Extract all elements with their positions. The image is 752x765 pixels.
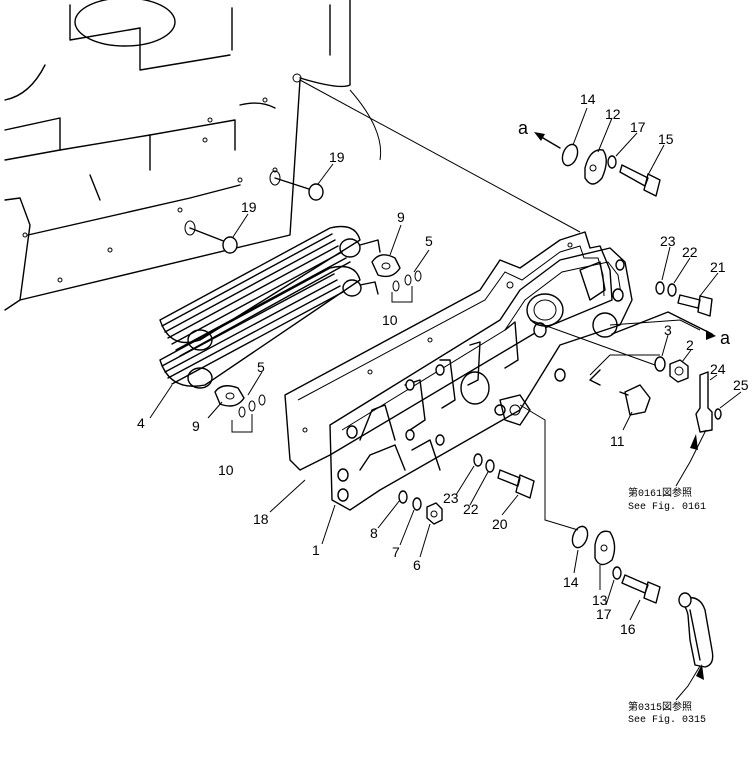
- callout-24: 24: [710, 361, 726, 377]
- alignment-lines: [299, 79, 660, 531]
- oil-cooler-element: [159, 225, 381, 389]
- washer-7: [412, 497, 422, 511]
- gasket-9-lower: [214, 385, 245, 407]
- arrow-a-top: [534, 132, 561, 149]
- ref-0315-jp: 第0315図参照: [628, 700, 692, 714]
- sensor-24: [695, 371, 713, 433]
- callout-22-lower: 22: [463, 501, 479, 517]
- callout-9-lower: 9: [192, 418, 200, 434]
- fitting-11: [589, 369, 651, 416]
- ref-0161-jp: 第0161図参照: [628, 486, 692, 500]
- ref-0315-en: See Fig. 0315: [628, 714, 706, 726]
- cover-plate-13: [594, 530, 616, 566]
- callout-23-upper: 23: [660, 233, 676, 249]
- callout-9-upper: 9: [397, 209, 405, 225]
- callout-1: 1: [312, 542, 320, 558]
- callout-4: 4: [137, 415, 145, 431]
- callout-13: 13: [592, 592, 608, 608]
- callout-labels: 14 12 17 15 a 19 19 9 5 10 23 22 21 a 3 …: [137, 91, 749, 637]
- callout-11: 11: [610, 433, 625, 449]
- bolt-21: [677, 294, 713, 317]
- washer-25: [714, 408, 722, 420]
- washer-22-upper: [667, 283, 677, 297]
- cover-plate-12: [584, 149, 607, 185]
- callout-2: 2: [686, 337, 694, 353]
- callout-17-lower: 17: [596, 606, 612, 622]
- callout-19-upper: 19: [329, 149, 345, 165]
- callout-17-upper: 17: [630, 119, 646, 135]
- stud-leader-lines: [529, 319, 701, 366]
- washer-23-lower: [473, 453, 483, 467]
- bolt-15: [619, 164, 661, 197]
- washer-17-upper: [607, 155, 617, 169]
- o-ring-14-lower: [571, 525, 589, 549]
- callout-14-upper: 14: [580, 91, 596, 107]
- ref-arrow-0161: [675, 429, 707, 487]
- callout-3: 3: [664, 322, 672, 338]
- callout-6: 6: [413, 557, 421, 573]
- callout-18: 18: [253, 511, 269, 527]
- callout-21: 21: [710, 259, 726, 275]
- callout-12: 12: [605, 106, 621, 122]
- callout-23-lower: 23: [443, 490, 459, 506]
- nut-6: [426, 502, 443, 525]
- arrow-label-a-right: a: [720, 328, 731, 348]
- bolt-16: [621, 574, 661, 604]
- callout-15: 15: [658, 131, 674, 147]
- callout-14-lower: 14: [563, 574, 579, 590]
- ref-0161-en: See Fig. 0161: [628, 501, 706, 513]
- callout-10-lower: 10: [218, 462, 234, 478]
- callout-8: 8: [370, 525, 378, 541]
- washer-8: [398, 490, 408, 504]
- washer-22-lower: [485, 459, 495, 473]
- engine-block: [4, 0, 382, 311]
- bolt-20: [497, 469, 535, 499]
- leader-lines: [149, 107, 742, 621]
- washer-17-lower: [612, 566, 622, 580]
- ref-arrow-0315: [675, 664, 704, 701]
- washer-3: [654, 356, 666, 372]
- arrow-label-a-top: a: [518, 118, 529, 138]
- arrow-a-right: [611, 311, 716, 340]
- o-ring-14-upper: [561, 143, 579, 167]
- callout-25: 25: [733, 377, 749, 393]
- callout-22-upper: 22: [682, 244, 698, 260]
- callout-10-upper: 10: [382, 312, 398, 328]
- o-rings-10-lower: [231, 394, 266, 433]
- washer-23-upper: [655, 281, 665, 295]
- oil-cooler-cover-1: [329, 247, 633, 511]
- nut-2: [669, 359, 689, 383]
- callout-20: 20: [492, 516, 508, 532]
- figure-references: 第0161図参照 See Fig. 0161 第0315図参照 See Fig.…: [628, 486, 706, 726]
- plug-19-lower: [189, 227, 238, 254]
- oil-pipe: [678, 592, 714, 668]
- o-rings-10-upper: [391, 270, 422, 303]
- callout-19-lower: 19: [241, 199, 257, 215]
- callout-5-lower: 5: [257, 359, 265, 375]
- callout-5-upper: 5: [425, 233, 433, 249]
- gasket-9-upper: [371, 254, 401, 278]
- callout-16: 16: [620, 621, 636, 637]
- callout-7: 7: [392, 544, 400, 560]
- plug-19-upper: [274, 177, 324, 201]
